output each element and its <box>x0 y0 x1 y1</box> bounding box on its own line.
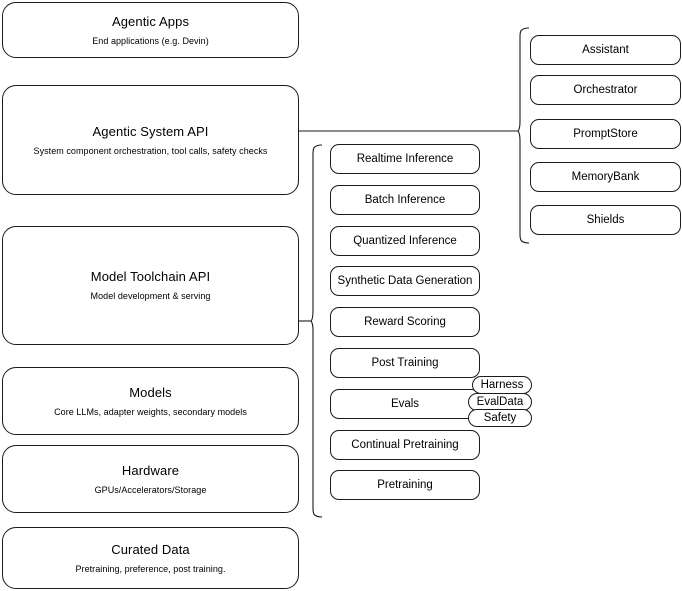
system-item-label: Orchestrator <box>573 84 638 96</box>
layer-card-model-toolchain-api[interactable]: Model Toolchain API Model development & … <box>2 226 299 345</box>
system-item-label: Shields <box>586 214 625 226</box>
toolchain-item-post-training[interactable]: Post Training <box>330 348 480 378</box>
toolchain-item-label: Reward Scoring <box>364 316 446 328</box>
layer-subtitle: End applications (e.g. Devin) <box>92 35 209 46</box>
layer-subtitle: Pretraining, preference, post training. <box>75 563 226 574</box>
layer-card-agentic-apps[interactable]: Agentic Apps End applications (e.g. Devi… <box>2 2 299 58</box>
layer-title: Curated Data <box>111 541 190 557</box>
layer-title: Hardware <box>121 462 180 478</box>
layer-subtitle: Model development & serving <box>90 291 211 301</box>
layer-card-hardware[interactable]: Hardware GPUs/Accelerators/Storage <box>2 445 299 513</box>
toolchain-item-reward-scoring[interactable]: Reward Scoring <box>330 307 480 337</box>
toolchain-item-synthetic-data-generation[interactable]: Synthetic Data Generation <box>330 266 480 296</box>
system-item-promptstore[interactable]: PromptStore <box>530 119 681 149</box>
toolchain-item-evals[interactable]: Evals <box>330 389 480 419</box>
layer-subtitle: GPUs/Accelerators/Storage <box>94 484 207 495</box>
toolchain-item-quantized-inference[interactable]: Quantized Inference <box>330 226 480 256</box>
toolchain-item-pretraining[interactable]: Pretraining <box>330 470 480 500</box>
brace-system <box>517 27 530 244</box>
toolchain-item-label: Continual Pretraining <box>351 439 459 451</box>
eval-badge-harness[interactable]: Harness <box>472 376 532 394</box>
layer-title: Agentic Apps <box>111 13 190 29</box>
layer-card-curated-data[interactable]: Curated Data Pretraining, preference, po… <box>2 527 299 589</box>
toolchain-item-label: Batch Inference <box>364 194 446 206</box>
toolchain-item-label: Pretraining <box>377 479 433 491</box>
toolchain-item-label: Quantized Inference <box>353 235 457 247</box>
system-item-assistant[interactable]: Assistant <box>530 35 681 65</box>
toolchain-item-label: Synthetic Data Generation <box>337 275 473 287</box>
eval-badge-safety[interactable]: Safety <box>468 409 532 427</box>
layer-card-agentic-system-api[interactable]: Agentic System API System component orch… <box>2 85 299 195</box>
eval-badge-label: EvalData <box>476 396 524 408</box>
toolchain-item-label: Realtime Inference <box>356 153 454 165</box>
eval-badge-label: Harness <box>480 379 524 391</box>
toolchain-item-batch-inference[interactable]: Batch Inference <box>330 185 480 215</box>
system-item-shields[interactable]: Shields <box>530 205 681 235</box>
layer-card-models[interactable]: Models Core LLMs, adapter weights, secon… <box>2 367 299 435</box>
system-item-label: MemoryBank <box>571 171 640 183</box>
toolchain-item-label: Post Training <box>371 357 439 369</box>
system-item-label: PromptStore <box>573 128 638 140</box>
layer-subtitle: System component orchestration, tool cal… <box>33 145 268 156</box>
system-item-orchestrator[interactable]: Orchestrator <box>530 75 681 105</box>
brace-toolchain <box>310 144 323 518</box>
toolchain-item-realtime-inference[interactable]: Realtime Inference <box>330 144 480 174</box>
toolchain-item-label: Evals <box>390 398 420 410</box>
system-item-label: Assistant <box>582 44 629 56</box>
eval-badge-label: Safety <box>483 412 517 424</box>
system-item-memorybank[interactable]: MemoryBank <box>530 162 681 192</box>
toolchain-item-continual-pretraining[interactable]: Continual Pretraining <box>330 430 480 460</box>
layer-title: Agentic System API <box>92 123 209 139</box>
layer-title: Models <box>129 384 172 400</box>
layer-subtitle: Core LLMs, adapter weights, secondary mo… <box>54 406 247 417</box>
layer-title: Model Toolchain API <box>90 269 211 284</box>
